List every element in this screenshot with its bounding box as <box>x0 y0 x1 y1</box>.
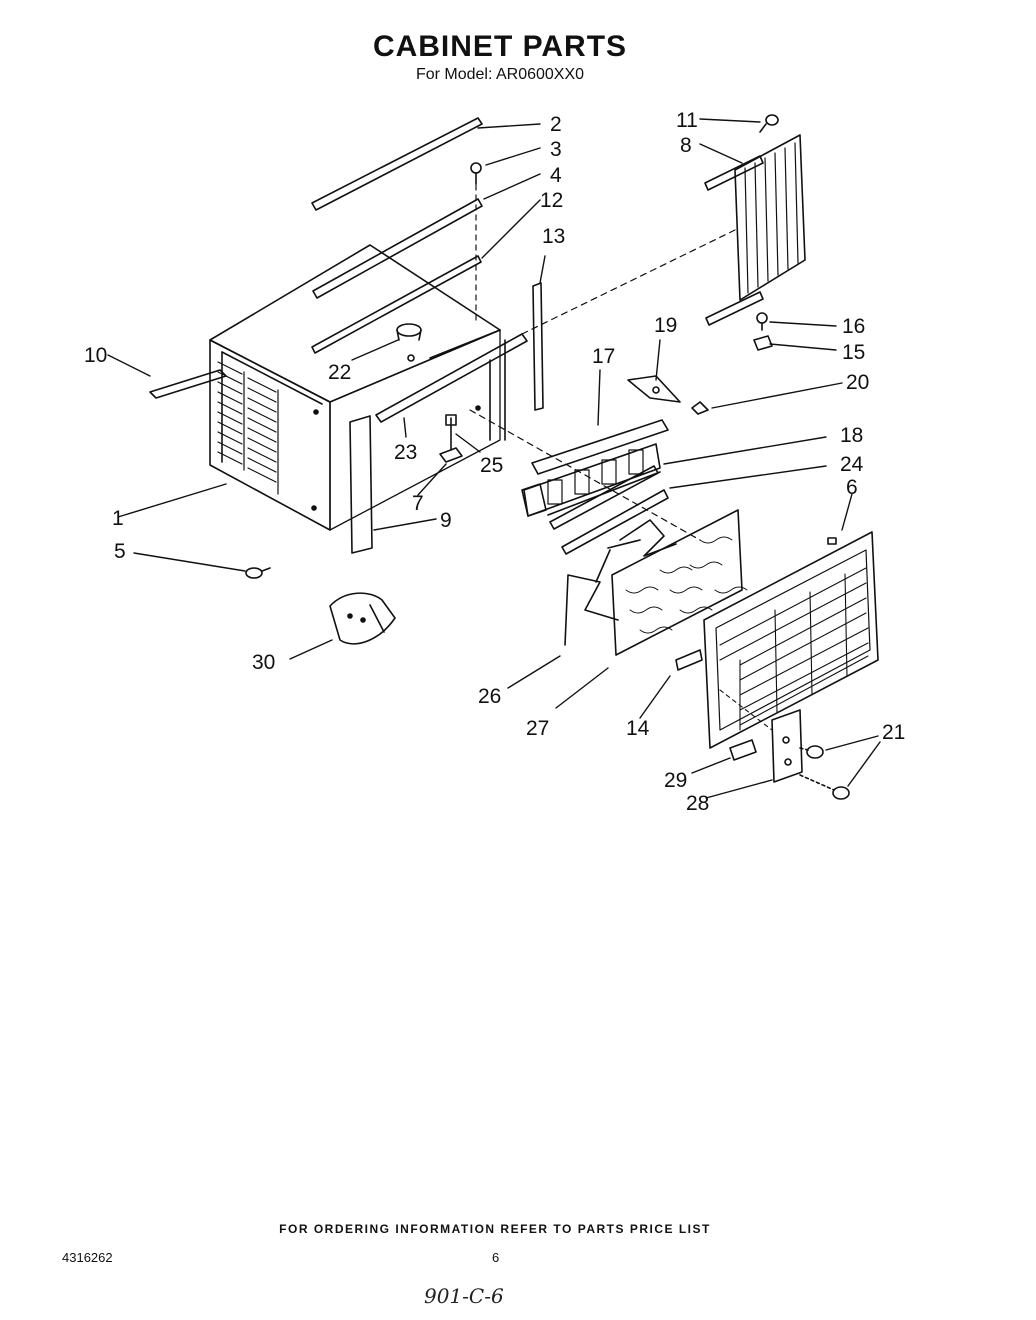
callout-19: 19 <box>654 314 677 337</box>
callout-2: 2 <box>550 113 562 136</box>
callout-11: 11 <box>676 109 698 132</box>
callout-30: 30 <box>252 651 275 674</box>
callout-15: 15 <box>842 341 865 364</box>
callout-25: 25 <box>480 454 503 477</box>
callout-1: 1 <box>112 507 124 530</box>
callout-20: 20 <box>846 371 869 394</box>
callout-16: 16 <box>842 315 865 338</box>
callout-labels: 1 2 3 4 5 6 7 8 9 10 11 12 13 14 15 16 1… <box>84 109 905 815</box>
callout-27: 27 <box>526 717 549 740</box>
callout-3: 3 <box>550 138 562 161</box>
callout-26: 26 <box>478 685 501 708</box>
callout-21: 21 <box>882 721 905 744</box>
callout-5: 5 <box>114 540 126 563</box>
document-number: 4316262 <box>62 1250 113 1265</box>
page-number: 6 <box>492 1250 500 1265</box>
callout-18: 18 <box>840 424 863 447</box>
callout-17: 17 <box>592 345 615 368</box>
model-subtitle: For Model: AR0600XX0 <box>415 66 585 83</box>
callout-4: 4 <box>550 164 562 187</box>
callout-7: 7 <box>412 492 424 515</box>
callout-22: 22 <box>328 361 351 384</box>
callout-28: 28 <box>686 792 709 815</box>
callout-10: 10 <box>84 344 107 367</box>
leader-lines <box>107 118 881 799</box>
page-title: CABINET PARTS <box>372 30 628 63</box>
callout-6: 6 <box>846 476 858 499</box>
callout-24: 24 <box>840 453 864 476</box>
callout-29: 29 <box>664 769 687 792</box>
callout-14: 14 <box>626 717 650 740</box>
callout-12: 12 <box>540 189 563 212</box>
ordering-note: FOR ORDERING INFORMATION REFER TO PARTS … <box>279 1222 711 1236</box>
callout-23: 23 <box>394 441 417 464</box>
callout-8: 8 <box>680 134 692 157</box>
handwritten-note: 901-C-6 <box>424 1284 504 1308</box>
callout-9: 9 <box>440 509 452 532</box>
callout-13: 13 <box>542 225 565 248</box>
loose-parts-drawing <box>149 114 879 800</box>
cabinet-drawing <box>209 244 506 531</box>
